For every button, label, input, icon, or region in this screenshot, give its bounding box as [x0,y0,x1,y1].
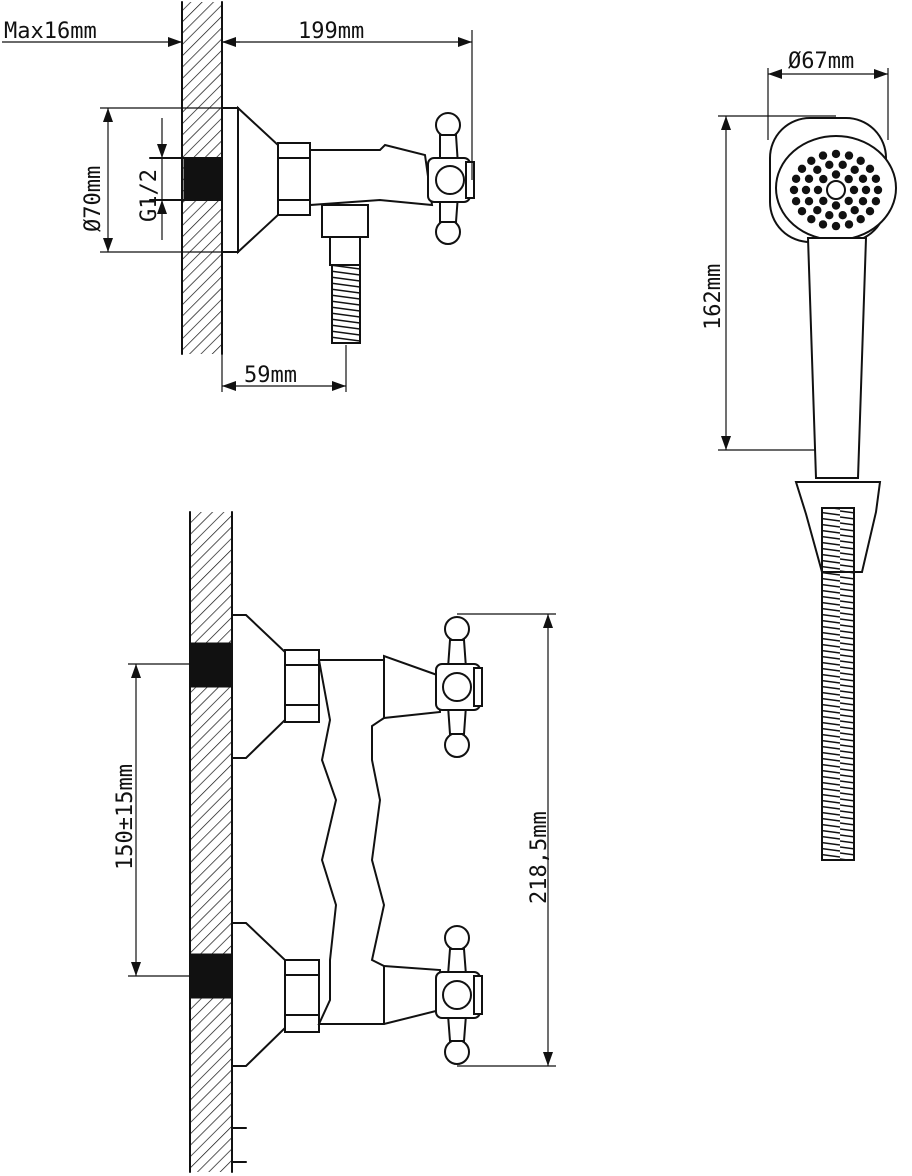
nozzle [818,220,828,229]
nozzle [838,211,847,220]
nozzle [844,151,854,160]
nozzle [856,156,865,165]
nozzle [849,185,859,195]
nozzle [871,197,881,206]
dim-handle-length: 162mm [701,264,726,330]
dim-outlet-offset: 59mm [244,363,297,388]
nozzle [856,215,865,224]
nozzle [844,174,853,184]
nozzle [813,206,822,215]
hex-nut [277,142,311,216]
hand-shower: Ø67mm 162mm [701,49,897,861]
side-view: Max16mm 199mm Ø70mm G1/2 59mm [2,1,475,392]
nozzle [818,151,828,160]
nozzle [797,207,807,216]
dim-overall-height: 218,5mm [527,811,552,904]
cross-handle-bottom [435,925,483,1065]
nozzle [844,196,853,206]
spray-nozzles [789,149,883,231]
nozzle [807,215,816,224]
nozzle [804,174,814,183]
nozzle [831,201,841,210]
nozzle [791,197,801,206]
cross-handle-top [435,616,483,758]
nozzle [819,174,828,184]
nozzle [865,164,875,173]
nozzle [813,165,822,174]
nozzle [801,185,811,195]
dim-head-diameter: Ø67mm [788,49,854,74]
nozzle [789,185,799,195]
nozzle [858,174,868,183]
nozzle [813,185,823,195]
nozzle [807,156,816,165]
nozzle [797,164,807,173]
flange [221,107,239,253]
dim-thread: G1/2 [137,169,162,222]
cross-handle-side [427,112,475,245]
dim-flange-diameter: Ø70mm [81,166,106,232]
mixer-body [317,654,441,1025]
wall-hatch-bottom [190,512,232,1172]
nozzle [831,170,841,179]
nozzle [831,149,841,159]
nozzle [865,207,875,216]
nozzle [819,196,828,206]
nozzle [791,174,801,183]
dim-wall-thickness: Max16mm [4,19,97,44]
nozzle [871,174,881,183]
hose-coil-side [331,264,361,344]
nozzle [861,185,871,195]
nozzle [838,160,847,169]
nozzle [858,197,868,206]
dim-side-depth: 199mm [298,19,364,44]
nozzle [825,211,834,220]
nozzle [825,160,834,169]
nozzle [873,185,883,195]
inlet-block-bottom [189,953,233,999]
shower-handle [806,237,868,479]
nozzle [831,221,841,231]
front-view: 150±15mm 218,5mm [113,511,556,1173]
shower-hose [821,507,855,861]
dim-inlet-spacing: 150±15mm [113,764,138,870]
nozzle [804,197,814,206]
nozzle [850,206,859,215]
nozzle [850,165,859,174]
nozzle [844,220,854,229]
thread-block [183,157,223,201]
inlet-block-top [189,642,233,688]
